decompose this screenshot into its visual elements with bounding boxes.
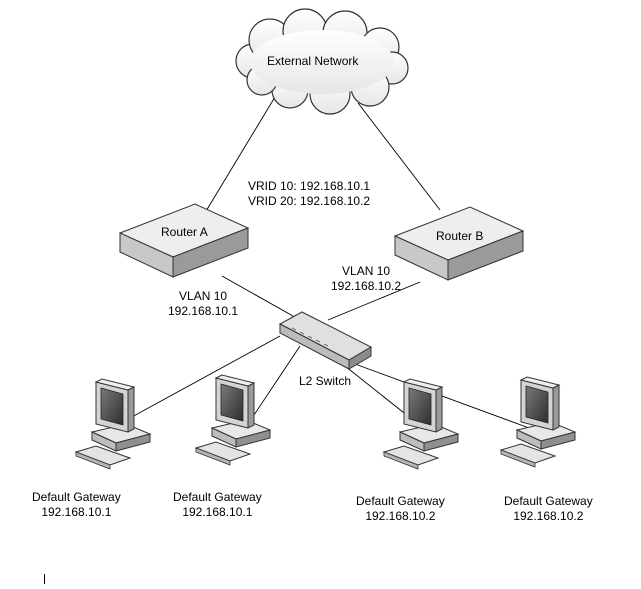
router-b-vlan-info: VLAN 10 192.168.10.2 (331, 264, 401, 294)
computer-icon (194, 374, 272, 466)
router-a-ip: 192.168.10.1 (168, 304, 239, 318)
host-4-ip: 192.168.10.2 (513, 509, 584, 523)
router-b-label: Router B (436, 229, 484, 243)
l2-switch-device (278, 311, 373, 370)
router-b-vlan: VLAN 10 (342, 264, 391, 278)
router-a-vlan-info: VLAN 10 192.168.10.1 (168, 289, 238, 319)
router-b-ip: 192.168.10.2 (331, 279, 402, 293)
host-3-ip: 192.168.10.2 (365, 509, 436, 523)
external-network-cloud (235, 8, 409, 115)
host-2-ip: 192.168.10.1 (182, 505, 253, 519)
link-cloud-router-a (196, 91, 279, 227)
host-4-title: Default Gateway (504, 494, 593, 508)
link-switch-host-4 (354, 363, 541, 433)
switch-label: L2 Switch (299, 374, 352, 388)
host-2-label: Default Gateway 192.168.10.1 (173, 490, 262, 520)
host-1-title: Default Gateway (32, 490, 121, 504)
margin-marker (44, 574, 45, 584)
cloud-label: External Network (267, 54, 359, 68)
host-2-title: Default Gateway (173, 490, 262, 504)
router-a-vlan: VLAN 10 (179, 289, 228, 303)
vrid-line-2: VRID 20: 192.168.10.2 (248, 194, 371, 208)
computer-icon (74, 378, 152, 470)
host-4-label: Default Gateway 192.168.10.2 (504, 494, 593, 524)
vrid-line-1: VRID 10: 192.168.10.1 (248, 179, 371, 193)
vrid-info: VRID 10: 192.168.10.1 VRID 20: 192.168.1… (248, 179, 370, 209)
link-switch-host-2 (251, 345, 301, 419)
host-3-title: Default Gateway (356, 494, 445, 508)
host-1-label: Default Gateway 192.168.10.1 (32, 490, 121, 520)
link-switch-host-1 (129, 335, 281, 419)
computer-icon (499, 376, 577, 468)
host-3-label: Default Gateway 192.168.10.2 (356, 494, 445, 524)
router-a-device (118, 203, 250, 278)
connection-lines (129, 91, 541, 433)
link-cloud-router-b (357, 102, 441, 211)
host-computers (74, 374, 577, 470)
router-a-label: Router A (161, 225, 208, 239)
link-router-b-switch (327, 281, 421, 321)
router-b-device (393, 206, 525, 281)
host-1-ip: 192.168.10.1 (41, 505, 112, 519)
link-router-a-switch (221, 275, 301, 321)
computer-icon (382, 378, 460, 470)
